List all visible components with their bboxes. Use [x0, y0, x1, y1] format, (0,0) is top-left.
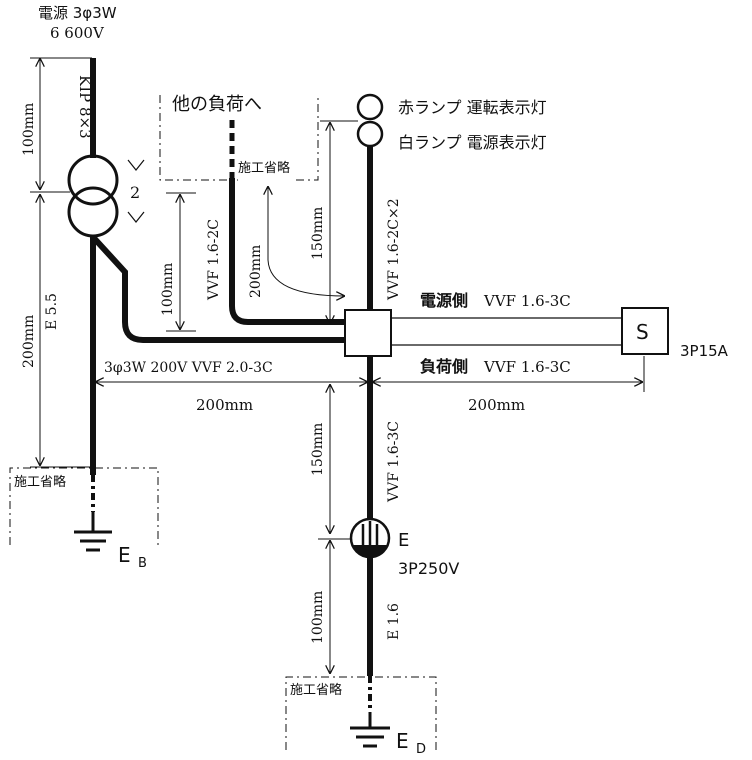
main-feed-wire [90, 234, 345, 343]
power-voltage-label: 6 600V [50, 24, 105, 42]
other-load-box-left [159, 95, 238, 181]
dim-label-200-branch: 200mm [248, 245, 264, 298]
load-side-label: 負荷側 [420, 357, 468, 376]
switch-box [621, 307, 669, 355]
source-side-cable-label: VVF 1.6-3C [483, 292, 571, 310]
kip-cable-label: KIP 8×3 [76, 75, 94, 139]
white-lamp-icon [356, 120, 384, 148]
transformer-ratio-marks: 2 [127, 159, 145, 223]
outlet-icon [349, 517, 391, 559]
dim-label-100-top: 100mm [21, 103, 37, 156]
dim-label-200-bottom-left: 200mm [196, 396, 253, 414]
dim-label-100-mid: 100mm [160, 263, 176, 316]
dim-label-100-lower: 100mm [310, 591, 326, 644]
transformer-upper-coil [67, 154, 119, 206]
switch-symbol: S [636, 320, 649, 344]
ground-symbol-b [74, 512, 112, 552]
omitted-label-d: 施工省略 [290, 682, 342, 698]
ground-d-label: E [396, 729, 409, 753]
vvf-3c-vertical-label: VVF 1.6-3C [386, 421, 402, 503]
main-feed-label: 3φ3W 200V VVF 2.0-3C [104, 360, 273, 376]
dim-label-150-upper: 150mm [310, 207, 326, 260]
omitted-label-b: 施工省略 [14, 474, 66, 490]
outlet-symbol: E [398, 530, 409, 551]
dim-label-200-left: 200mm [21, 315, 37, 368]
omitted-label-top: 施工省略 [238, 160, 290, 176]
outlet-rating: 3P250V [398, 559, 459, 578]
transformer-lower-coil [67, 186, 119, 238]
junction-box [344, 309, 392, 357]
omitted-box-b [9, 467, 159, 545]
other-load-label: 他の負荷へ [172, 94, 262, 115]
load-side-cable-label: VVF 1.6-3C [483, 358, 571, 376]
omitted-box-d [285, 676, 437, 750]
dim-label-150-lower: 150mm [310, 423, 326, 476]
vvf-2c-label: VVF 1.6-2C [206, 219, 222, 301]
vvf-2c-x2-label: VVF 1.6-2C×2 [386, 198, 402, 301]
other-load-wire [229, 178, 345, 325]
ground-symbol-d [350, 712, 390, 748]
white-lamp-label: 白ランプ 電源表示灯 [398, 133, 547, 152]
ground-b-subscript: B [138, 556, 147, 571]
other-load-box-right [296, 95, 319, 181]
red-lamp-icon [356, 93, 384, 121]
source-side-label: 電源側 [420, 291, 468, 310]
power-source-label: 電源 3φ3W [38, 4, 117, 22]
ground-d-subscript: D [416, 742, 426, 757]
switch-rating: 3P15A [680, 342, 729, 360]
ground-b-label: E [118, 543, 131, 567]
dim-label-200-bottom-right: 200mm [468, 396, 525, 414]
red-lamp-label: 赤ランプ 運転表示灯 [398, 98, 547, 117]
e16-label: E 1.6 [386, 603, 402, 640]
e55-label: E 5.5 [44, 293, 60, 330]
transformer-ratio: 2 [130, 183, 140, 202]
dim-line-200-branch [268, 186, 345, 296]
